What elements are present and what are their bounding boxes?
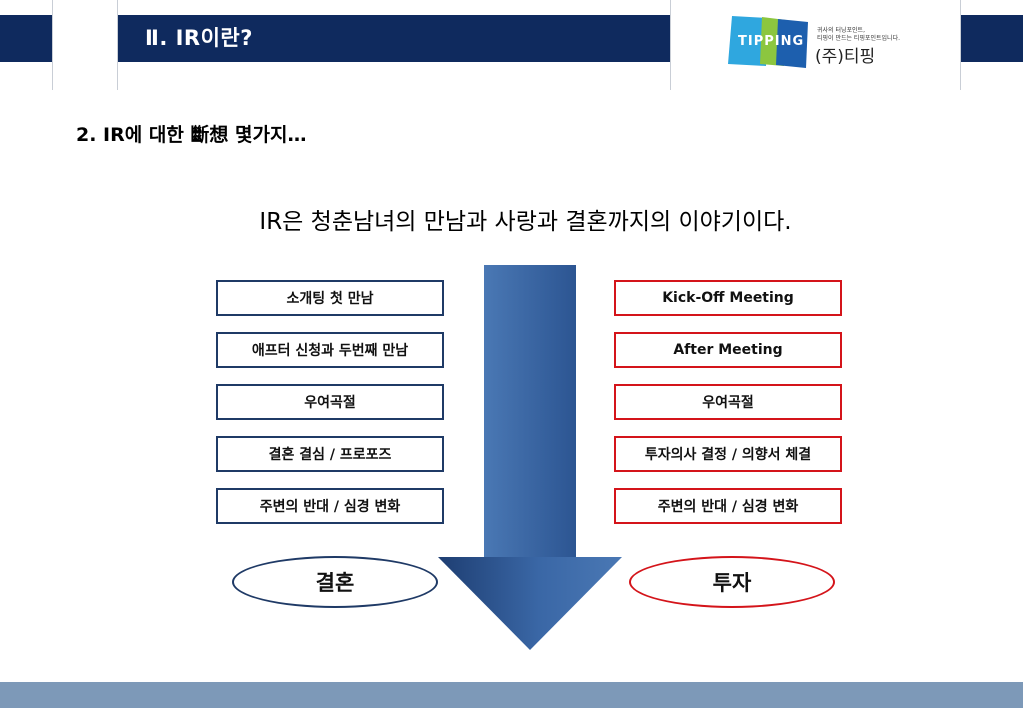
- right-step-box: 우여곡절: [614, 384, 842, 420]
- section-heading: 2. IR에 대한 斷想 몇가지…: [76, 124, 307, 146]
- left-step-box: 우여곡절: [216, 384, 444, 420]
- logo-tagline: 귀사의 터닝포인트,: [817, 27, 865, 34]
- page-title: Ⅱ. IR이란?: [145, 26, 253, 50]
- outcome-marriage: 결혼: [232, 556, 438, 608]
- header-divider: [670, 0, 671, 90]
- company-name: (주)티핑: [815, 47, 876, 67]
- left-step-box: 애프터 신청과 두번째 만남: [216, 332, 444, 368]
- right-step-box: 주변의 반대 / 심경 변화: [614, 488, 842, 524]
- header-divider: [52, 0, 53, 90]
- logo-tiles-icon: [728, 16, 808, 68]
- right-step-box: After Meeting: [614, 332, 842, 368]
- header-title-band: [118, 15, 670, 62]
- header-divider: [117, 0, 118, 90]
- right-step-box: Kick-Off Meeting: [614, 280, 842, 316]
- logo-wordmark: TIPPING: [738, 34, 805, 49]
- header-divider: [960, 0, 961, 90]
- header-left-band: [0, 15, 52, 62]
- company-logo: TIPPING 귀사의 터닝포인트, 티핑이 만드는 티핑포인트입니다. (주)…: [728, 16, 960, 68]
- main-statement: IR은 청춘남녀의 만남과 사랑과 결혼까지의 이야기이다.: [259, 209, 792, 235]
- outcome-investment: 투자: [629, 556, 835, 608]
- footer-band: [0, 682, 1023, 708]
- right-step-box: 투자의사 결정 / 의향서 체결: [614, 436, 842, 472]
- header-right-band: [961, 15, 1023, 62]
- left-step-box: 주변의 반대 / 심경 변화: [216, 488, 444, 524]
- left-step-box: 결혼 결심 / 프로포즈: [216, 436, 444, 472]
- left-step-box: 소개팅 첫 만남: [216, 280, 444, 316]
- logo-tagline: 티핑이 만드는 티핑포인트입니다.: [817, 35, 901, 42]
